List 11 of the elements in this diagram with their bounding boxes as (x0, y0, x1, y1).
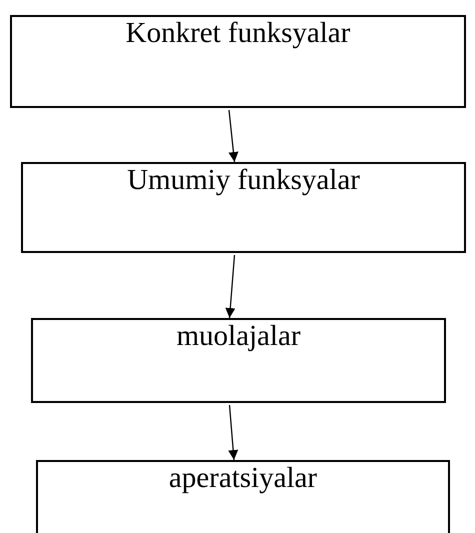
process-box (21, 162, 466, 253)
box-label: aperatsiyalar (168, 462, 318, 494)
process-box (10, 15, 466, 108)
process-box (31, 318, 446, 403)
box-label: muolajalar (175, 320, 302, 352)
arrow (225, 254, 236, 318)
box-label: Umumiy funksyalar (126, 164, 361, 196)
box-label: Konkret funksyalar (124, 17, 352, 49)
arrow (228, 110, 238, 162)
arrow (228, 404, 238, 460)
process-box (36, 460, 450, 533)
